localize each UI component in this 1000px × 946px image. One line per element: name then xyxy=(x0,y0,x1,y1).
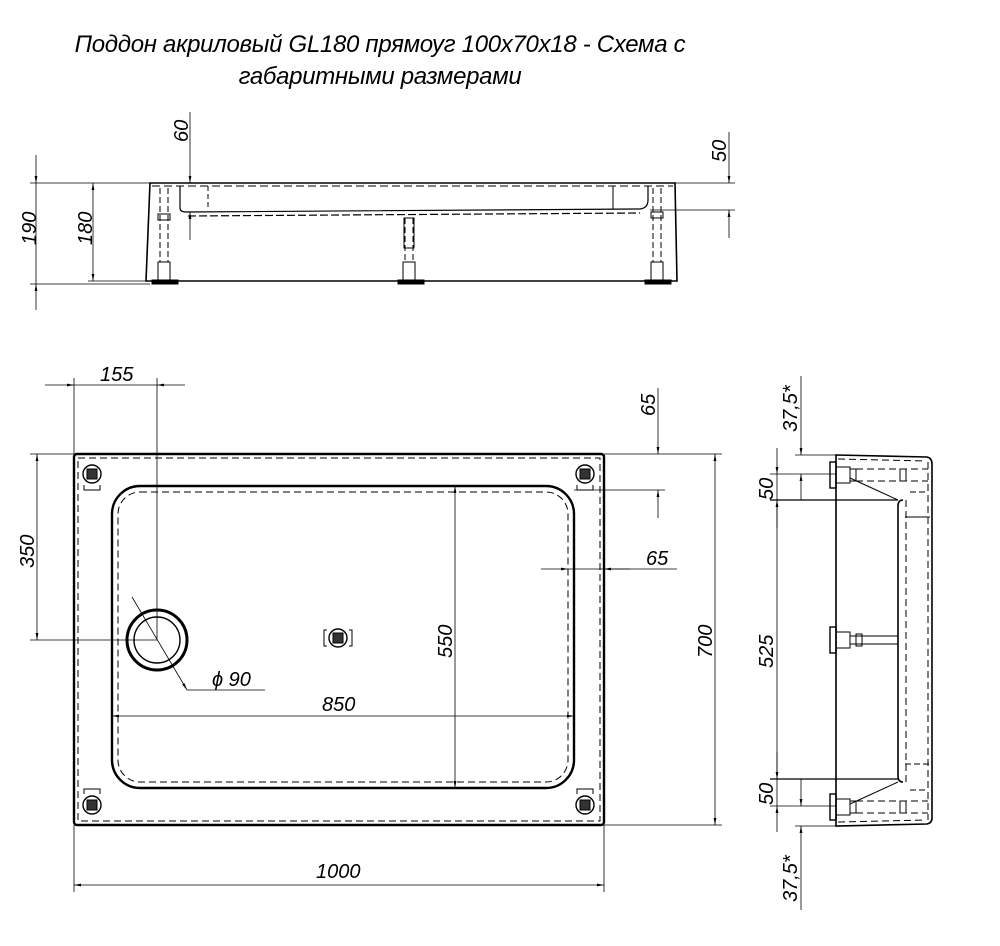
foot-center-icon xyxy=(323,628,353,648)
dim-top-drain-offset-x: 155 xyxy=(100,364,134,386)
leg-right xyxy=(644,188,672,285)
dim-front-rim-depth: 50 xyxy=(709,140,731,162)
foot-bottom-left-icon xyxy=(82,788,102,815)
side-view xyxy=(770,376,933,910)
dim-top-rim-top: 65 xyxy=(638,393,660,416)
front-view xyxy=(30,112,735,310)
dim-side-bottom-foot: 50 xyxy=(756,783,778,805)
dim-side-foot-span: 525 xyxy=(756,634,778,668)
top-view xyxy=(30,378,722,892)
side-foot-bottom xyxy=(829,781,928,821)
leg-left xyxy=(151,188,179,285)
foot-bottom-right-icon xyxy=(575,788,595,815)
foot-top-right-icon xyxy=(575,464,595,491)
dim-front-inner-depth: 60 xyxy=(171,120,193,142)
dim-top-drain-offset-y: 350 xyxy=(17,535,39,568)
dim-top-total-width: 1000 xyxy=(316,861,361,883)
dim-top-drain-diameter: ϕ 90 xyxy=(212,669,251,691)
dim-side-top-foot: 50 xyxy=(756,478,778,500)
side-foot-center xyxy=(829,626,898,654)
foot-top-left-icon xyxy=(82,464,102,491)
dim-top-total-height: 700 xyxy=(695,625,717,658)
dim-top-rim-side: 65 xyxy=(646,548,669,570)
dim-side-top-offset: 37,5* xyxy=(780,384,802,432)
dim-side-bottom-offset: 37,5* xyxy=(780,854,802,902)
drawing-title-line-1: Поддон акриловый GL180 прямоуг 100х70х18… xyxy=(74,31,686,58)
dim-front-body-height: 180 xyxy=(75,212,97,245)
dim-front-total-height: 190 xyxy=(19,212,41,245)
leg-center xyxy=(397,217,425,285)
dim-top-inner-width: 850 xyxy=(322,694,355,716)
side-foot-top xyxy=(829,461,928,501)
dim-top-inner-height: 550 xyxy=(435,625,457,658)
drawing-title-line-2: габаритными размерами xyxy=(238,63,522,90)
